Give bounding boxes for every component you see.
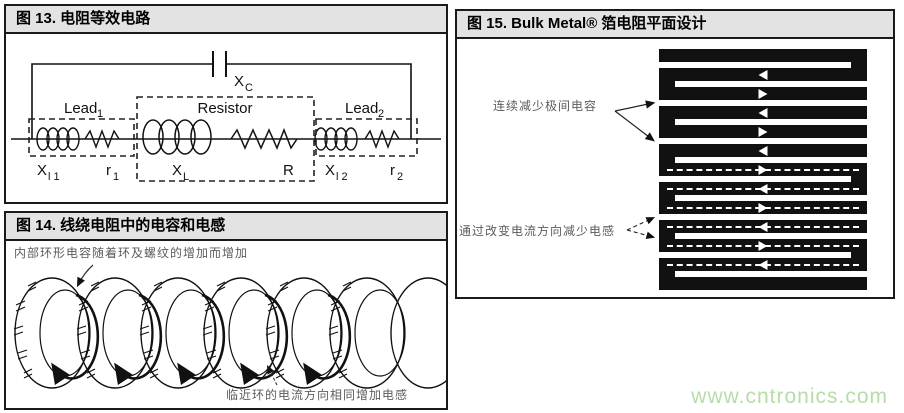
- foil-pattern: [659, 49, 867, 290]
- foil-connector: [659, 271, 675, 277]
- foil-slot: [659, 119, 867, 125]
- annotation-reduce-capacitance: 连续减少极间电容: [493, 99, 598, 113]
- label-lead1: Lead: [64, 100, 97, 117]
- foil-bar: [659, 182, 867, 195]
- watermark: www.cntronics.com: [691, 385, 888, 408]
- foil-slot: [659, 81, 867, 87]
- lead1-dashed-box: [28, 118, 135, 157]
- label-r2: r: [390, 162, 395, 179]
- foil-bar: [659, 106, 867, 119]
- capacitor-branch: [31, 51, 412, 139]
- foil-slot: [659, 62, 867, 68]
- foil-connector: [851, 252, 867, 258]
- label-r: R: [283, 162, 294, 179]
- figure-13-title: 图 13. 电阻等效电路: [6, 6, 446, 34]
- label-xl2-sub: l 2: [336, 171, 348, 183]
- figure-13-panel: 图 13. 电阻等效电路: [4, 4, 448, 204]
- annotation-inner-capacitance: 内部环形电容随着环及螺纹的增加而增加: [14, 246, 249, 260]
- current-arrow-right: [758, 126, 768, 137]
- figure-14-coil-diagram: 内部环形电容随着环及螺纹的增加而增加 临近环的电流方向相同增加电感: [6, 241, 446, 406]
- current-arrow-left: [758, 145, 768, 156]
- label-xl1: X: [37, 162, 47, 179]
- foil-slot: [659, 252, 867, 258]
- lead2-resistor-zigzag: [364, 129, 400, 149]
- foil-bar: [659, 239, 867, 252]
- foil-bar: [659, 201, 867, 214]
- current-direction-arrows: [54, 295, 350, 378]
- figure-15-foil-layout: 连续减少极间电容 通过改变电流方向减少电感: [457, 39, 893, 295]
- lead1-inductor-coil: [36, 127, 80, 151]
- foil-connector: [659, 233, 675, 239]
- resistor-R-zigzag: [230, 127, 298, 150]
- foil-connector: [851, 176, 867, 182]
- foil-bar: [659, 87, 867, 100]
- foil-gap: [659, 138, 867, 144]
- foil-connector: [659, 81, 675, 87]
- label-xl: X: [172, 162, 182, 179]
- coil-turns: [13, 277, 446, 389]
- foil-slot: [659, 195, 867, 201]
- resistor-dashed-box: [136, 96, 315, 182]
- figure-15-title: 图 15. Bulk Metal® 箔电阻平面设计: [457, 11, 893, 39]
- foil-slot: [659, 271, 867, 277]
- lead2-dashed-box: [315, 118, 418, 157]
- current-arrow-left: [758, 259, 768, 270]
- foil-bar: [659, 125, 867, 138]
- annotation-reduce-inductance: 通过改变电流方向减少电感: [459, 224, 616, 238]
- foil-connector: [851, 62, 867, 68]
- label-r1-sub: 1: [113, 171, 119, 183]
- foil-gap: [659, 214, 867, 220]
- annotation-fork-arrows: [614, 100, 656, 240]
- label-xl-sub: L: [183, 171, 189, 183]
- label-xc-sub: C: [245, 82, 253, 94]
- current-arrow-right: [758, 240, 768, 251]
- foil-connector: [659, 195, 675, 201]
- figure-15-panel: 图 15. Bulk Metal® 箔电阻平面设计 连续减少极间电容 通: [455, 9, 895, 299]
- label-lead2-sub: 2: [378, 108, 384, 120]
- foil-slot: [659, 157, 867, 163]
- foil-bar: [659, 49, 867, 62]
- resistor-inductor-coil: [142, 119, 212, 155]
- inductance-fork-arrows: [626, 217, 656, 240]
- label-xc: X: [234, 73, 244, 90]
- foil-bar: [659, 163, 867, 176]
- figure-14-panel: 图 14. 线绕电阻中的电容和电感: [4, 211, 448, 410]
- bottom-annotation-arrow: [267, 365, 278, 386]
- resistor-equivalent-circuit-drawing: X C Lead 1 Resistor Lead 2 X l 1 r 1 X L…: [11, 51, 441, 183]
- label-r2-sub: 2: [397, 171, 403, 183]
- label-resistor: Resistor: [197, 100, 252, 117]
- foil-slot: [659, 176, 867, 182]
- capacitance-fork-arrows: [614, 100, 656, 142]
- current-arrow-left: [758, 221, 768, 232]
- current-arrow-right: [758, 164, 768, 175]
- lead1-resistor-zigzag: [84, 129, 120, 149]
- foil-slot: [659, 233, 867, 239]
- foil-connector: [659, 157, 675, 163]
- foil-bar: [659, 144, 867, 157]
- current-arrow-right: [758, 202, 768, 213]
- foil-bar: [659, 258, 867, 271]
- label-xl1-sub: l 1: [48, 171, 60, 183]
- foil-bar: [659, 277, 867, 290]
- foil-bar: [659, 68, 867, 81]
- current-arrow-left: [758, 183, 768, 194]
- label-lead1-sub: 1: [97, 108, 103, 120]
- top-annotation-arrow: [76, 264, 94, 288]
- foil-bar: [659, 220, 867, 233]
- current-arrow-right: [758, 88, 768, 99]
- wirewound-coil-drawing: [13, 264, 446, 389]
- figure-13-circuit-diagram: X C Lead 1 Resistor Lead 2 X l 1 r 1 X L…: [6, 34, 446, 200]
- annotation-adjacent-loops: 临近环的电流方向相同增加电感: [226, 388, 409, 402]
- lead2-inductor-coil: [314, 127, 358, 151]
- current-arrow-left: [758, 69, 768, 80]
- label-r1: r: [106, 162, 111, 179]
- figure-14-title: 图 14. 线绕电阻中的电容和电感: [6, 213, 446, 241]
- foil-connector: [659, 119, 675, 125]
- label-xl2: X: [325, 162, 335, 179]
- label-lead2: Lead: [345, 100, 378, 117]
- current-arrow-left: [758, 107, 768, 118]
- foil-gap: [659, 100, 867, 106]
